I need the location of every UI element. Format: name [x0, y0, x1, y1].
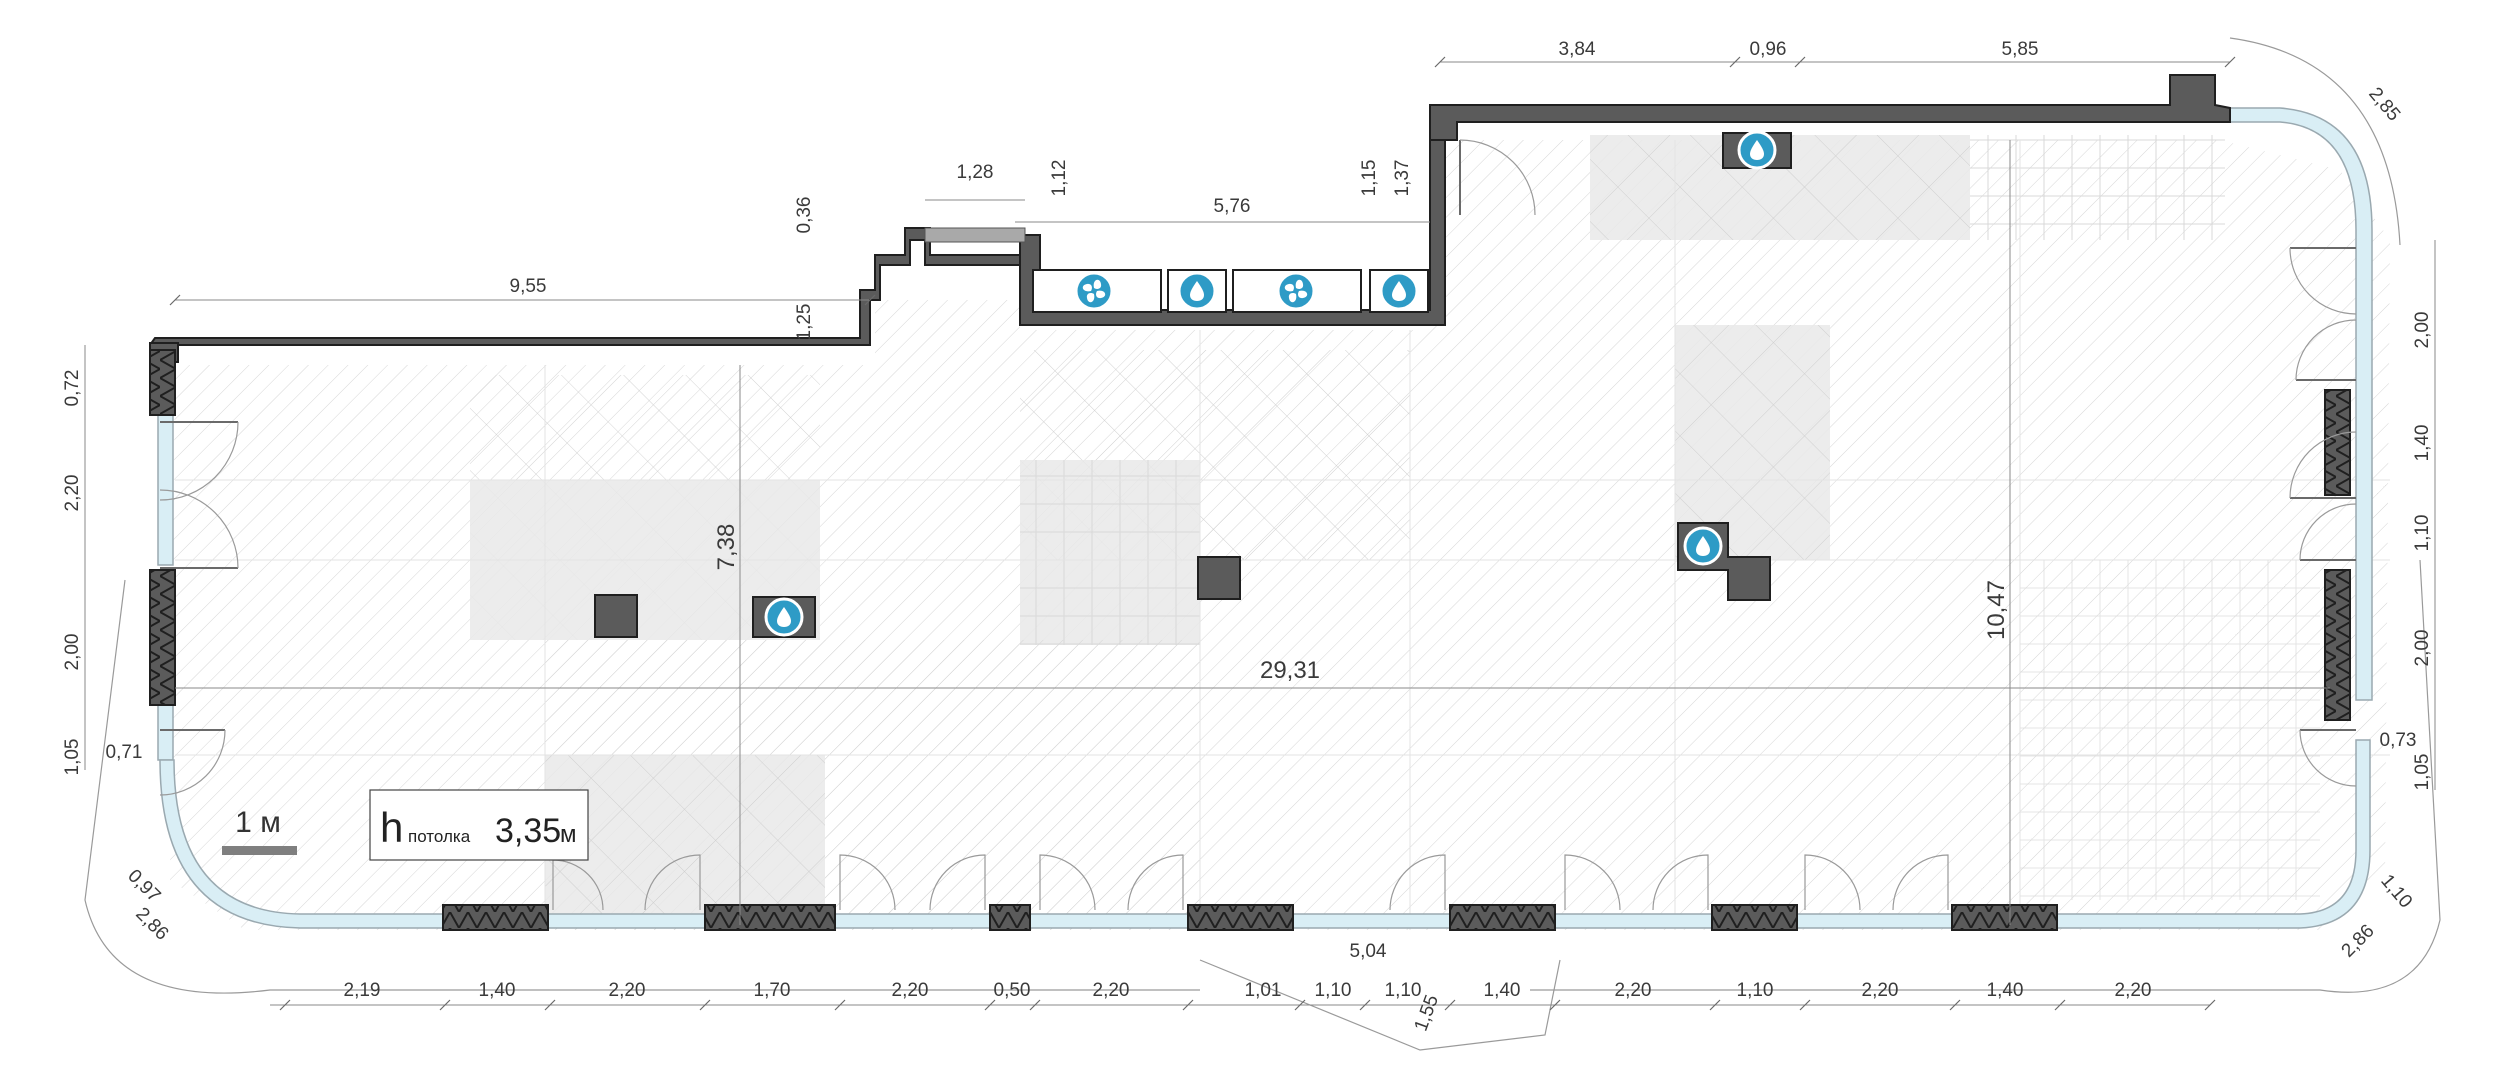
dim-label: 5,76 — [1214, 196, 1251, 217]
layout-grid — [175, 140, 2390, 930]
fan-icon — [1276, 271, 1316, 311]
dim-label: 9,55 — [510, 276, 547, 297]
dimension-lines — [84, 56, 2436, 1011]
dim-label: 10,47 — [1983, 580, 2010, 640]
ceiling-height-legend: h потолка 3,35 м — [369, 789, 589, 861]
dim-label: 2,20 — [892, 980, 929, 1001]
water-drop-icon — [1737, 130, 1777, 170]
dim-label: 2,00 — [2412, 312, 2433, 349]
dim-label: 1,40 — [2412, 425, 2433, 462]
floor-hatching — [170, 135, 2390, 930]
water-drop-icon — [1683, 526, 1723, 566]
dim-label: 1,70 — [754, 980, 791, 1001]
ceiling-word: потолка — [408, 827, 471, 846]
dim-label: 1,10 — [2412, 515, 2433, 552]
dim-label: 0,96 — [1750, 39, 1787, 60]
scale-label: 1 м — [235, 806, 281, 839]
glazed-facade — [157, 107, 2373, 929]
dim-label: 2,86 — [131, 904, 172, 945]
dim-label: 5,85 — [2002, 39, 2039, 60]
dim-label: 1,10 — [1315, 980, 1352, 1001]
dim-label: 2,20 — [62, 475, 83, 512]
canopy-outline — [84, 37, 2441, 1051]
dim-label: 0,73 — [2380, 730, 2417, 751]
dim-label: 7,38 — [713, 524, 740, 571]
ceiling-unit: м — [560, 821, 577, 848]
dim-label: 1,28 — [957, 162, 994, 183]
dim-label: 1,40 — [479, 980, 516, 1001]
dim-label: 2,20 — [2115, 980, 2152, 1001]
dim-label: 1,40 — [1987, 980, 2024, 1001]
dim-label: 0,50 — [994, 980, 1031, 1001]
dim-label: 1,10 — [1385, 980, 1422, 1001]
water-drop-icon — [1177, 271, 1217, 311]
dim-label: 0,72 — [62, 370, 83, 407]
dim-label: 1,05 — [2412, 754, 2433, 791]
dimension-labels: 3,84 0,96 5,85 2,85 1,28 1,12 5,76 1,15 … — [62, 39, 2433, 1034]
dim-label: 2,85 — [2364, 84, 2404, 126]
ceiling-h-symbol: h — [380, 804, 403, 851]
fan-icon — [1074, 271, 1114, 311]
dim-label: 2,19 — [344, 980, 381, 1001]
dim-label: 2,20 — [609, 980, 646, 1001]
ceiling-value: 3,35 — [495, 812, 561, 850]
dim-label: 1,37 — [1392, 160, 1413, 197]
dim-label: 1,40 — [1484, 980, 1521, 1001]
doors — [159, 139, 2357, 911]
water-drop-icon — [764, 597, 804, 637]
dim-label: 1,12 — [1049, 160, 1070, 197]
dim-label: 1,10 — [1737, 980, 1774, 1001]
dim-label: 2,20 — [1093, 980, 1130, 1001]
dim-label: 3,84 — [1559, 39, 1596, 60]
dim-label: 1,25 — [794, 304, 815, 341]
dim-label: 0,36 — [794, 197, 815, 234]
dim-label: 2,20 — [1862, 980, 1899, 1001]
dim-label: 5,04 — [1350, 941, 1387, 962]
dim-label: 29,31 — [1260, 657, 1320, 684]
scale-bar: 1 м — [222, 806, 297, 855]
dim-label: 1,05 — [62, 739, 83, 776]
dim-label: 1,01 — [1245, 980, 1282, 1001]
dim-label: 2,20 — [1615, 980, 1652, 1001]
dim-label: 0,71 — [106, 742, 143, 763]
dim-label: 0,97 — [123, 866, 164, 907]
wall-piers — [149, 349, 2351, 931]
dim-label: 2,86 — [2338, 921, 2379, 962]
dim-label: 2,00 — [62, 634, 83, 671]
dim-label: 2,00 — [2412, 630, 2433, 667]
dim-label: 1,15 — [1359, 160, 1380, 197]
water-drop-icon — [1379, 271, 1419, 311]
